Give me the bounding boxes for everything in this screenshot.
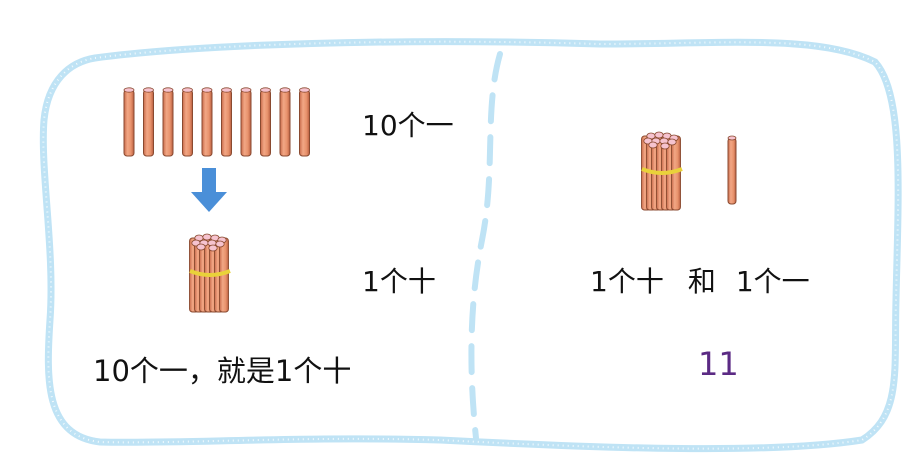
loose-stick <box>144 88 154 156</box>
loose-stick <box>124 88 134 156</box>
conjunction-label: 和 <box>688 268 716 296</box>
bundle-stick-end <box>661 143 669 149</box>
stick-bundle-left <box>190 234 231 312</box>
loose-stick <box>222 88 232 156</box>
loose-stick <box>202 88 212 156</box>
stick-bundle-right <box>642 132 683 210</box>
bundle-stick-end <box>203 234 211 240</box>
loose-stick <box>183 88 193 156</box>
loose-stick <box>280 88 290 156</box>
single-count-label: 1个一 <box>736 265 810 298</box>
bundle-count-label: 1个十 <box>590 265 664 298</box>
loose-stick <box>163 88 173 156</box>
bundle-stick-end <box>649 142 657 148</box>
bundle-stick-end <box>209 245 217 251</box>
composition-label: 1个十和 1个一 <box>590 268 810 296</box>
loose-stick <box>241 88 251 156</box>
result-number: 11 <box>698 348 739 380</box>
down-arrow-icon <box>191 168 227 212</box>
loose-stick <box>300 88 310 156</box>
bundle-stick-end <box>197 244 205 250</box>
loose-stick <box>261 88 271 156</box>
single-stick <box>728 136 736 204</box>
divider-line <box>471 54 500 438</box>
bundle-stick-end <box>655 132 663 138</box>
equivalence-statement: 10个一，就是1个十 <box>93 357 351 386</box>
loose-sticks-group <box>124 88 310 156</box>
ten-ones-label: 10个一 <box>362 112 454 140</box>
one-ten-label: 1个十 <box>362 268 436 296</box>
